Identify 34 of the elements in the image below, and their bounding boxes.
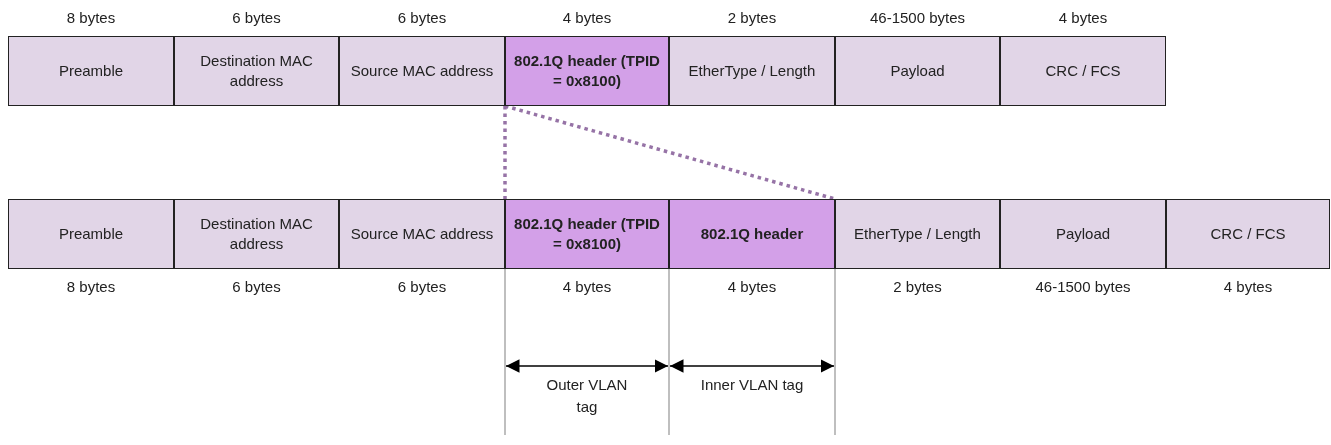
field-name: 802.1Q header	[699, 224, 805, 244]
field-name: EtherType / Length	[853, 224, 982, 244]
field-name: Payload	[889, 61, 946, 81]
byte-size: 6 bytes	[232, 278, 281, 295]
byte-size: 8 bytes	[66, 278, 116, 295]
byte-size: 2 bytes	[893, 278, 942, 295]
tag-label: Inner VLAN tag	[699, 375, 805, 395]
byte-size: 46-1500 bytes	[1035, 278, 1131, 295]
field-name: 802.1Q header (TPID = 0x8100)	[513, 51, 661, 91]
field-name: Destination MAC address	[199, 51, 314, 91]
field-name: Payload	[1054, 224, 1112, 244]
byte-size: 4 bytes	[727, 278, 777, 295]
tag-label: Outer VLAN tag	[545, 375, 629, 417]
byte-size: 4 bytes	[562, 9, 612, 26]
field-name: Preamble	[57, 224, 125, 244]
byte-size: 6 bytes	[232, 9, 281, 26]
byte-size: 6 bytes	[397, 9, 447, 26]
field-name: 802.1Q header (TPID = 0x8100)	[513, 214, 661, 254]
byte-size: 2 bytes	[727, 9, 777, 26]
byte-size: 8 bytes	[66, 9, 116, 26]
field-name: Destination MAC address	[199, 214, 314, 254]
field-name: CRC / FCS	[1044, 61, 1122, 81]
connector-line	[503, 106, 507, 199]
byte-size: 4 bytes	[562, 278, 612, 295]
connector-line	[504, 104, 836, 201]
byte-size: 6 bytes	[397, 278, 447, 295]
field-name: CRC / FCS	[1209, 224, 1287, 244]
field-name: Source MAC address	[349, 224, 495, 244]
field-name: EtherType / Length	[687, 61, 817, 81]
field-name: Preamble	[57, 61, 125, 81]
field-name: Source MAC address	[349, 61, 495, 81]
byte-size: 46-1500 bytes	[869, 9, 966, 26]
byte-size: 4 bytes	[1223, 278, 1273, 295]
byte-size: 4 bytes	[1058, 9, 1108, 26]
